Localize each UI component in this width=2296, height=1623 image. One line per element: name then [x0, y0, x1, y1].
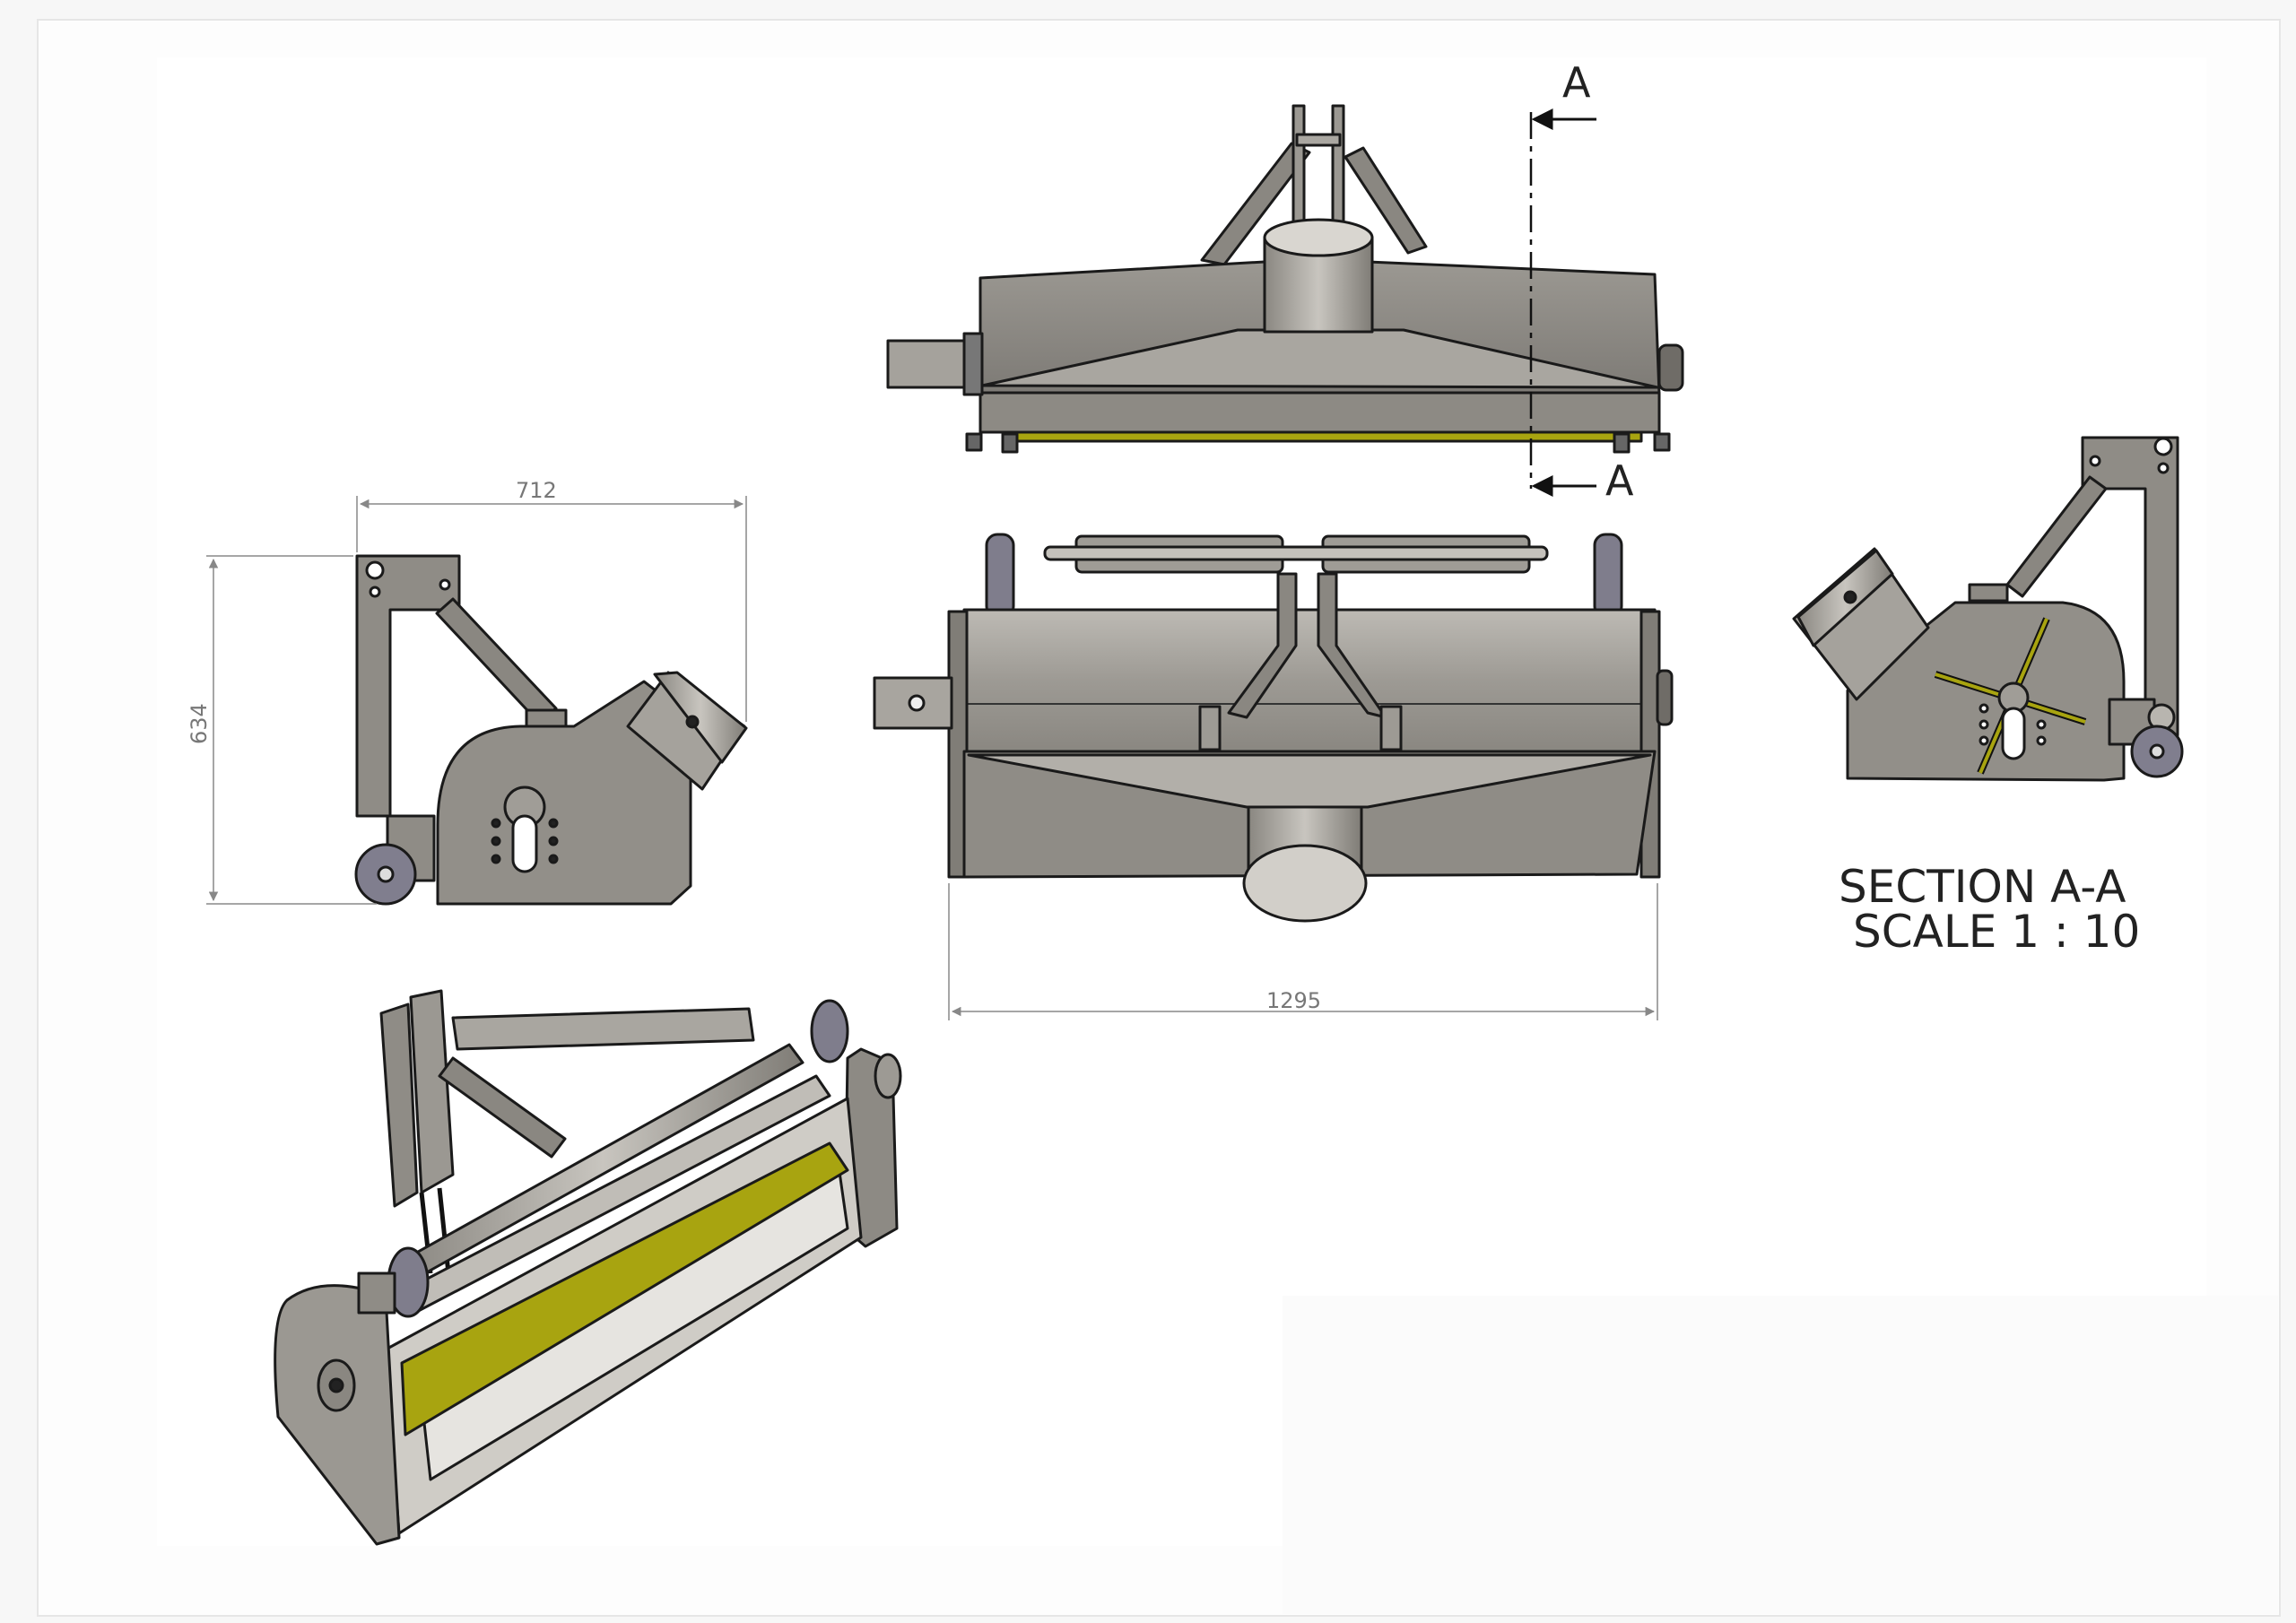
front-center-frame-r: [1317, 572, 1387, 719]
side-outlet-tube: [653, 671, 748, 764]
section-view: [1792, 436, 2184, 782]
section-strut-mount: [1968, 583, 2009, 603]
section-hitch-hole-2: [2157, 462, 2170, 474]
front-clamp-right: [1379, 705, 1403, 751]
section-bolt-2: [1979, 719, 1989, 730]
section-marker-top: A: [1562, 58, 1591, 107]
section-hitch-hole-1: [2153, 437, 2173, 456]
top-blade: [1012, 430, 1643, 443]
section-line: A A: [1529, 58, 1634, 505]
front-wheel-right: [1593, 533, 1623, 619]
front-clamp-left: [1198, 705, 1222, 751]
iso-hitch-bar: [451, 1007, 755, 1051]
length-dimension: [948, 883, 1658, 1020]
front-endplate-left: [947, 610, 969, 879]
section-bolt-4: [2036, 719, 2047, 730]
top-foot-2: [1001, 432, 1019, 454]
section-title: SECTION A-A: [1839, 861, 2126, 913]
front-outlet-mouth: [1242, 844, 1368, 923]
side-dimensions: [206, 496, 747, 905]
top-foot-1: [965, 432, 983, 452]
top-housing-funnel: [980, 328, 1659, 389]
iso-blade: [400, 1141, 849, 1436]
top-bearing-left-flange: [962, 332, 984, 396]
iso-endplate-left: [274, 1284, 401, 1546]
section-bolt-3: [1979, 735, 1989, 746]
title-block-area: [1283, 1296, 2278, 1614]
section-slot: [2001, 707, 2026, 760]
front-knob-right: [1656, 669, 1674, 726]
side-wheel-hub: [377, 865, 395, 883]
side-bolt-2: [491, 836, 501, 846]
hitch-pin: [1295, 133, 1342, 147]
front-center-frame: [1227, 572, 1298, 719]
side-hitch-hole-2: [369, 586, 381, 598]
side-bolt-6: [548, 854, 559, 864]
length-dimension-value: 1295: [1266, 988, 1321, 1013]
top-foot-3: [1613, 432, 1631, 454]
top-base-plate: [978, 391, 1661, 434]
iso-wheel-left-bracket: [357, 1271, 396, 1315]
front-hopper-funnel: [967, 753, 1652, 809]
side-hitch-hole-3: [439, 578, 451, 591]
section-outlet-bolt: [1843, 590, 1857, 604]
front-bearing-bolt: [908, 694, 926, 712]
side-bolt-3: [491, 854, 501, 864]
section-outlet: [1792, 547, 1930, 701]
side-view: [354, 554, 748, 906]
section-wheel-hub: [2149, 743, 2165, 759]
width-dimension-value: 712: [516, 478, 557, 503]
side-hitch-hole-1: [365, 560, 385, 580]
side-strut-mount: [525, 708, 568, 728]
hitch-arm-left: [1200, 142, 1311, 266]
front-shaft: [1043, 545, 1549, 561]
iso-hitch-plate-2: [409, 989, 455, 1194]
side-bolt-4: [548, 818, 559, 829]
front-wheel-left: [985, 533, 1015, 619]
iso-hitch-plate-1: [379, 1002, 419, 1208]
top-view: [886, 104, 1684, 454]
side-hitch-bracket: [355, 554, 461, 818]
hitch-arm-right: [1344, 146, 1428, 255]
top-bearing-left: [886, 339, 970, 389]
section-bolt-1: [1979, 703, 1989, 714]
front-view: [873, 533, 1674, 923]
isometric-view: [274, 989, 902, 1546]
section-scale: SCALE 1 : 10: [1853, 906, 2140, 958]
height-dimension-value: 634: [187, 703, 212, 744]
front-endplate-right: [1639, 610, 1661, 879]
top-foot-4: [1653, 432, 1671, 452]
section-marker-bottom: A: [1605, 456, 1634, 505]
front-drum: [962, 608, 1657, 753]
side-slot: [511, 814, 538, 873]
section-hitch-hole-3: [2089, 455, 2101, 467]
side-bolt-1: [491, 818, 501, 829]
top-outlet-rim: [1263, 218, 1374, 257]
side-outlet-bolt: [685, 715, 700, 729]
section-strut: [2005, 475, 2108, 598]
section-bolt-5: [2036, 735, 2047, 746]
iso-hitch-strut: [438, 1056, 567, 1159]
iso-bearing-right: [874, 1053, 902, 1099]
side-bolt-5: [548, 836, 559, 846]
side-housing: [436, 680, 692, 906]
iso-wheel-right: [810, 999, 849, 1063]
top-knob-right: [1657, 343, 1684, 392]
iso-bearing-left-center: [328, 1377, 344, 1393]
